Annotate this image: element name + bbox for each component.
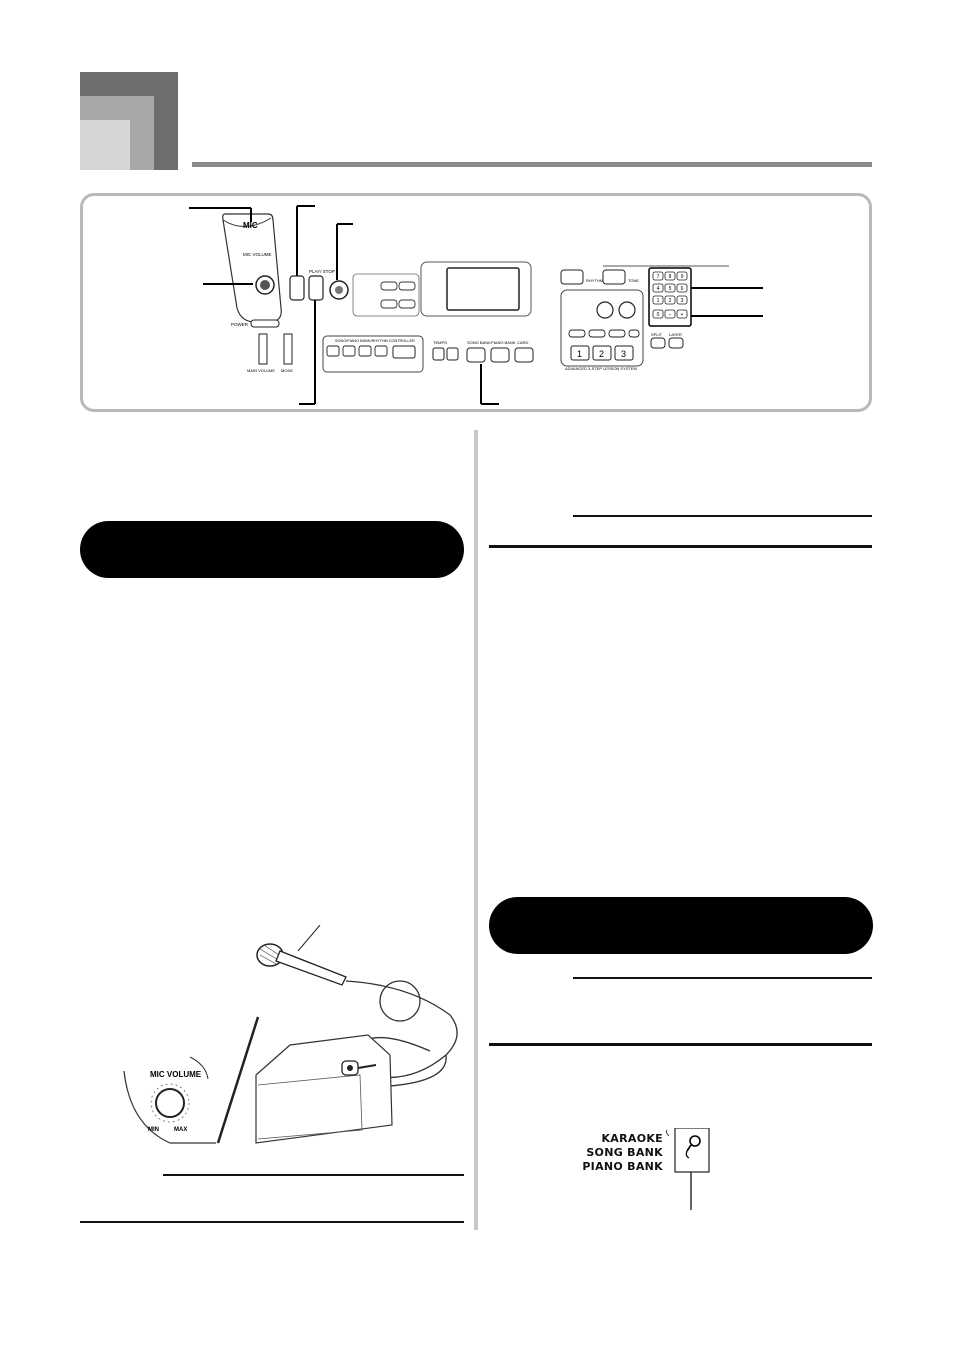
layer-button bbox=[668, 337, 684, 349]
song-bank-button bbox=[466, 347, 486, 363]
main-volume-slider bbox=[258, 333, 268, 365]
keyboard-panel-diagram: MIC MIC VOLUME PLAY/ STOP POWER MAIN VO bbox=[80, 193, 872, 412]
piano-bank-button bbox=[490, 347, 510, 363]
rule-right-note-bottom bbox=[573, 977, 872, 979]
keypad-key-minus: − bbox=[669, 312, 672, 318]
microphone-icon bbox=[689, 1135, 701, 1147]
keypad-key-1: 1 bbox=[657, 298, 660, 304]
indicator-label-piano-bank: PIANO BANK bbox=[582, 1160, 663, 1173]
indicator-label-song-bank: SONG BANK bbox=[586, 1146, 663, 1159]
layer-label: LAYER bbox=[669, 332, 682, 337]
illustration-mic-volume-label: MIC VOLUME bbox=[150, 1070, 202, 1079]
rule-left-bottom bbox=[80, 1221, 464, 1223]
piano-bank-label: PIANO BANK bbox=[491, 340, 516, 345]
step-2-label: 2 bbox=[599, 349, 604, 359]
step-2-button bbox=[592, 345, 612, 361]
mic-volume-label: MIC VOLUME bbox=[243, 252, 272, 257]
keypad-key-3: 3 bbox=[681, 298, 684, 304]
mic-volume-dial bbox=[155, 1088, 185, 1118]
indicator-label-karaoke: KARAOKE bbox=[601, 1132, 663, 1145]
section-heading-bar-right bbox=[489, 897, 873, 954]
play-stop-button bbox=[308, 275, 324, 301]
rhythm-label: RHYTHM bbox=[586, 278, 603, 283]
rule-right-note-top bbox=[573, 515, 872, 517]
step-1-button bbox=[570, 345, 590, 361]
header-tab-light bbox=[80, 120, 130, 170]
keypad-key-8: 8 bbox=[669, 274, 672, 280]
card-label: CARD bbox=[517, 340, 528, 345]
rule-left-note bbox=[163, 1174, 464, 1176]
rule-right-section-bottom bbox=[489, 1043, 872, 1046]
play-stop-label: PLAY/ STOP bbox=[309, 269, 335, 274]
main-volume-label: MAIN VOLUME bbox=[247, 368, 275, 373]
keypad-key-6: 6 bbox=[681, 286, 684, 292]
keypad-key-plus: + bbox=[681, 312, 684, 318]
step-1-label: 1 bbox=[577, 349, 582, 359]
column-divider bbox=[474, 430, 478, 1230]
mode-slider bbox=[283, 333, 293, 365]
keypad-key-0: 0 bbox=[657, 312, 660, 318]
power-switch bbox=[250, 319, 280, 328]
split-button bbox=[650, 337, 666, 349]
rhythm-button bbox=[560, 269, 584, 285]
karaoke-button bbox=[289, 275, 305, 301]
rule-right-section-top bbox=[489, 545, 872, 548]
tempo-label: TEMPO bbox=[433, 340, 447, 345]
keypad-key-2: 2 bbox=[669, 298, 672, 304]
display-indicator-figure: KARAOKE SONG BANK PIANO BANK bbox=[582, 1128, 725, 1210]
header-rule bbox=[192, 162, 872, 167]
split-label: SPLIT bbox=[651, 332, 663, 337]
step-3-button bbox=[614, 345, 634, 361]
section-heading-bar-left bbox=[80, 521, 464, 578]
lcd-display bbox=[446, 267, 520, 311]
tone-label: TONE bbox=[628, 278, 639, 283]
indicator-box bbox=[674, 1128, 710, 1173]
keypad-key-9: 9 bbox=[681, 274, 684, 280]
tone-button bbox=[602, 269, 626, 285]
power-label: POWER bbox=[231, 322, 249, 327]
step-3-label: 3 bbox=[621, 349, 626, 359]
keypad-key-4: 4 bbox=[657, 286, 660, 292]
lesson-system-label: ADVANCED 3-STEP LESSON SYSTEM bbox=[565, 366, 637, 371]
mode-label: MODE bbox=[281, 368, 293, 373]
controller-label: SONG/PIANO BANK/RHYTHM CONTROLLER bbox=[335, 339, 415, 343]
keypad-key-5: 5 bbox=[669, 286, 672, 292]
mic-jack-label: MIC bbox=[243, 221, 258, 230]
keypad-key-7: 7 bbox=[657, 274, 660, 280]
microphone-connection-illustration: MIC VOLUME MIN MAX bbox=[110, 925, 470, 1150]
song-bank-label: SONG BANK bbox=[467, 340, 491, 345]
illustration-min-label: MIN bbox=[148, 1127, 159, 1133]
card-button bbox=[514, 347, 534, 363]
illustration-max-label: MAX bbox=[174, 1127, 187, 1133]
